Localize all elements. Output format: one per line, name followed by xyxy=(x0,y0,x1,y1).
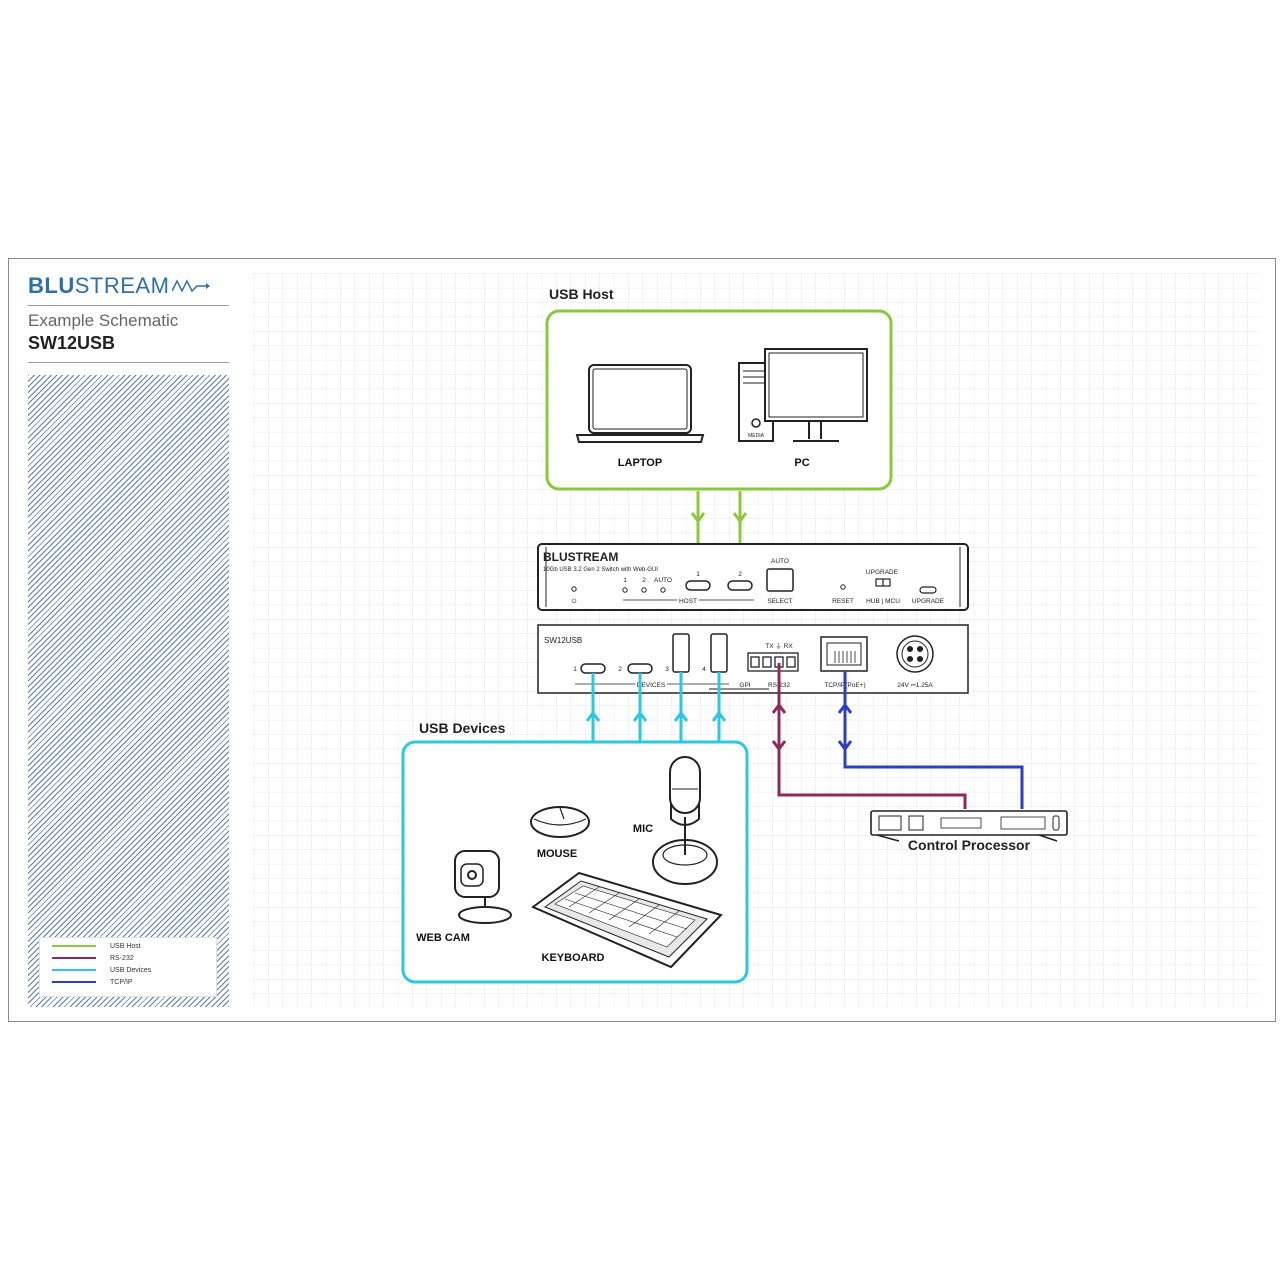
keyboard-label: KEYBOARD xyxy=(542,952,605,964)
device-port-3-number: 3 xyxy=(665,666,669,673)
control-processor-icon xyxy=(870,810,1068,842)
led-2-icon xyxy=(641,587,647,593)
legend: USB Host RS-232 USB Devices TCP/IP xyxy=(39,937,217,997)
device-port-1 xyxy=(580,663,606,674)
front-panel-brand: BLUSTREAM xyxy=(543,550,618,564)
host-port-1 xyxy=(685,580,711,591)
power-led-icon xyxy=(571,586,577,592)
device-port-2 xyxy=(627,663,653,674)
sidebar-model: SW12USB xyxy=(28,333,116,353)
rs232-terminal-block xyxy=(747,652,799,672)
legend-swatch xyxy=(52,981,96,984)
sidebar-divider xyxy=(28,305,229,306)
hub-mcu-label: HUB | MCU xyxy=(866,598,900,605)
usb-device-cables xyxy=(585,672,727,743)
legend-label: USB Host xyxy=(110,943,141,950)
schematic-sheet: BLUSTREAM Example Schematic SW12USB USB … xyxy=(8,258,1276,1022)
device-port-3 xyxy=(672,633,690,673)
power-icon: ⏻ xyxy=(572,598,577,605)
pc-media-label: MEDIA xyxy=(748,433,765,439)
usb-devices-title: USB Devices xyxy=(419,720,506,736)
webcam-icon xyxy=(454,850,512,924)
device-port-1-number: 1 xyxy=(573,666,577,673)
sidebar-divider xyxy=(28,362,229,363)
led-label-auto: AUTO xyxy=(654,577,672,584)
legend-swatch xyxy=(52,957,96,960)
tx-rx-label: TX ⏚ RX xyxy=(765,642,793,650)
sidebar: BLUSTREAM Example Schematic SW12USB USB … xyxy=(9,259,239,1021)
led-label-2: 2 xyxy=(642,577,646,584)
webcam-label: WEB CAM xyxy=(416,932,470,944)
legend-label: RS-232 xyxy=(110,955,134,962)
blustream-logo: BLUSTREAM xyxy=(28,273,211,299)
select-label: SELECT xyxy=(767,598,792,605)
devices-label: DEVICES xyxy=(637,682,666,689)
legend-item-tcpip: TCP/IP xyxy=(52,979,133,991)
schematic-canvas: USB Host LAPTOP MEDIA PC xyxy=(251,273,1261,1008)
logo-wave-icon xyxy=(171,279,211,293)
front-panel-tagline: 10Gb USB 3.2 Gen 2 Switch with Web-GUI xyxy=(543,567,658,573)
control-processor-label: Control Processor xyxy=(908,837,1031,853)
host-port-1-number: 1 xyxy=(696,571,700,578)
legend-swatch xyxy=(52,945,96,948)
legend-item-usb-devices: USB Devices xyxy=(52,967,151,979)
legend-label: USB Devices xyxy=(110,967,152,974)
mouse-icon xyxy=(530,806,590,838)
upgrade-switch-label: UPGRADE xyxy=(866,569,899,576)
upgrade-port-label: UPGRADE xyxy=(912,598,945,605)
mouse-label: MOUSE xyxy=(537,848,577,860)
logo-light-text: STREAM xyxy=(74,273,170,298)
device-port-4 xyxy=(710,633,728,673)
device-port-4-number: 4 xyxy=(702,666,706,673)
device-port-2-number: 2 xyxy=(618,666,622,673)
host-port-2-number: 2 xyxy=(738,571,742,578)
legend-item-usb-host: USB Host xyxy=(52,943,141,955)
upgrade-port xyxy=(919,586,937,594)
ethernet-port-icon xyxy=(820,636,868,672)
pc-icon xyxy=(738,348,868,442)
sidebar-subtitle: Example Schematic xyxy=(28,311,179,330)
reset-label: RESET xyxy=(832,598,854,605)
sw12usb-front-panel xyxy=(537,543,969,611)
rs232-cable xyxy=(771,663,967,809)
reset-button[interactable] xyxy=(840,584,846,590)
led-label-1: 1 xyxy=(623,577,627,584)
laptop-label: LAPTOP xyxy=(618,457,662,469)
power-label: 24V ⎓1.25A xyxy=(897,682,933,689)
led-1-icon xyxy=(622,587,628,593)
rear-panel-model: SW12USB xyxy=(544,636,582,645)
host-port-2 xyxy=(727,580,753,591)
sidebar-hatch-panel xyxy=(28,375,229,1007)
keyboard-icon xyxy=(531,871,723,969)
mic-label: MIC xyxy=(633,823,653,835)
pc-label: PC xyxy=(794,457,809,469)
usb-host-title: USB Host xyxy=(549,286,614,302)
laptop-icon xyxy=(575,364,705,443)
gpi-label: GPI xyxy=(739,682,750,689)
tcpip-cable xyxy=(837,671,1024,809)
logo-bold-text: BLU xyxy=(28,273,75,298)
mic-icon xyxy=(652,756,718,885)
host-label: HOST xyxy=(679,598,697,605)
led-auto-icon xyxy=(660,587,666,593)
legend-swatch xyxy=(52,969,96,972)
legend-item-rs232: RS-232 xyxy=(52,955,134,967)
power-connector-icon xyxy=(896,635,934,673)
select-button[interactable] xyxy=(766,568,794,592)
auto-label: AUTO xyxy=(771,558,789,565)
legend-label: TCP/IP xyxy=(110,979,133,986)
